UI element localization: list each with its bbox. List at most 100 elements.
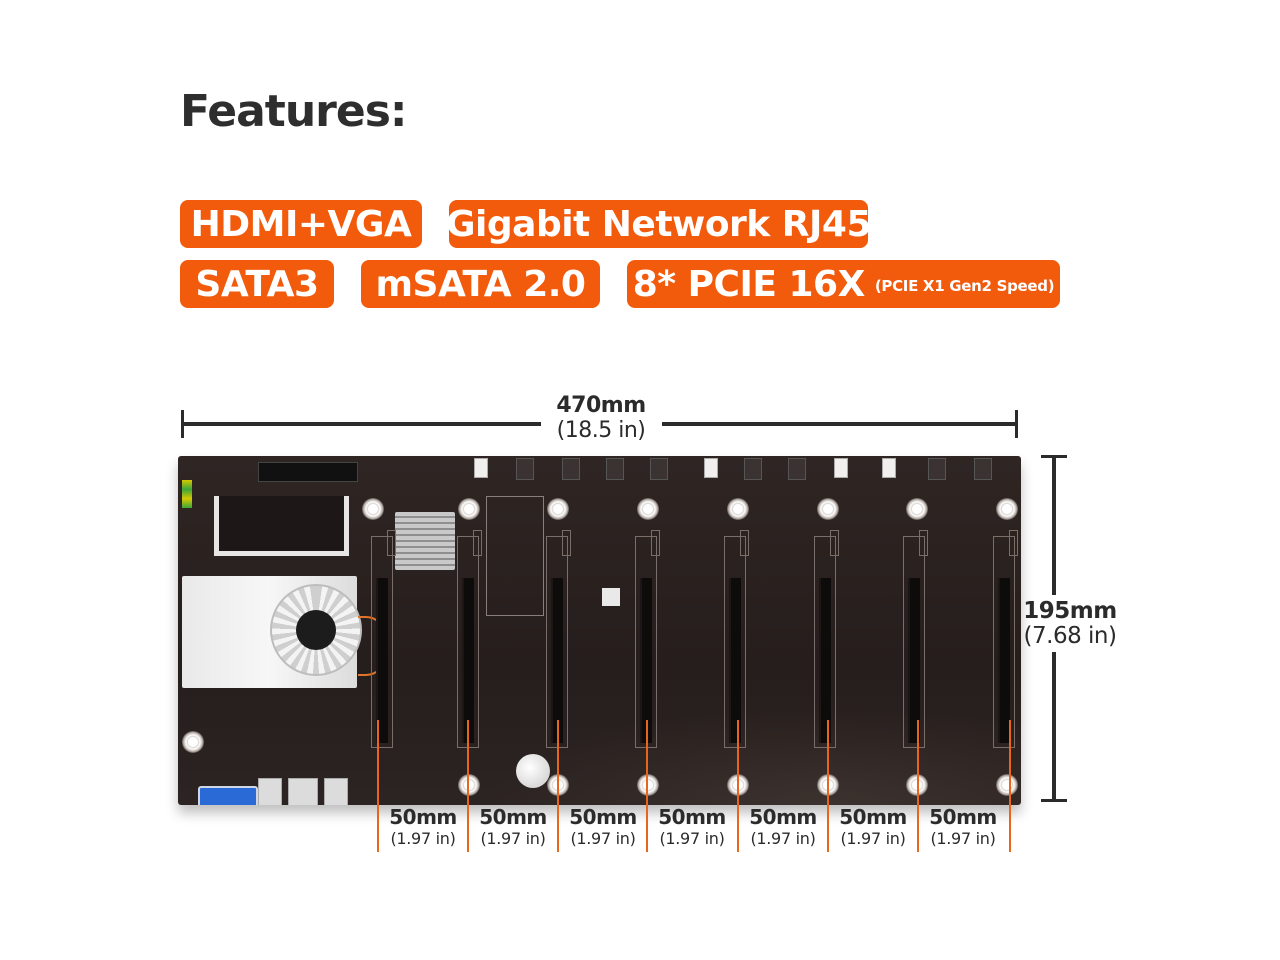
spacing-in: (1.97 in) bbox=[840, 829, 906, 848]
feature-badge-hdmi-vga: HDMI+VGA bbox=[180, 200, 422, 248]
board-sheen bbox=[478, 706, 1021, 805]
usb-port bbox=[324, 778, 348, 805]
spacing-in: (1.97 in) bbox=[570, 829, 636, 848]
led-indicators bbox=[182, 480, 192, 508]
motherboard-image bbox=[178, 456, 1021, 805]
cpu-heatsink bbox=[182, 576, 362, 688]
qr-label bbox=[602, 588, 620, 606]
feature-sublabel: (PCIE X1 Gen2 Speed) bbox=[874, 277, 1055, 295]
slot-spacing-label: 50mm (1.97 in) bbox=[740, 805, 826, 849]
mounting-hole bbox=[996, 774, 1018, 796]
spacing-in: (1.97 in) bbox=[390, 829, 456, 848]
height-dim-line-top bbox=[1052, 455, 1056, 595]
spacing-mm: 50mm bbox=[749, 805, 817, 829]
mounting-hole bbox=[996, 498, 1018, 520]
width-dim-line-right bbox=[662, 422, 1018, 426]
slot-spacing-label: 50mm (1.97 in) bbox=[649, 805, 735, 849]
mounting-hole bbox=[458, 498, 480, 520]
height-mm: 195mm bbox=[1023, 598, 1117, 624]
height-dim-line-bottom bbox=[1052, 652, 1056, 802]
slot-spacing-label: 50mm (1.97 in) bbox=[560, 805, 646, 849]
spacing-in: (1.97 in) bbox=[480, 829, 546, 848]
cmos-battery bbox=[516, 754, 550, 788]
features-heading: Features: bbox=[180, 86, 407, 137]
width-dimension-label: 470mm (18.5 in) bbox=[540, 393, 662, 443]
pcie-slot-2 bbox=[457, 530, 482, 748]
spacing-mm: 50mm bbox=[479, 805, 547, 829]
pcie-slot-5 bbox=[724, 530, 749, 748]
fan-header bbox=[834, 458, 848, 478]
width-in: (18.5 in) bbox=[556, 418, 646, 443]
pcie-power-connector bbox=[744, 458, 762, 480]
mounting-hole bbox=[817, 498, 839, 520]
pcie-power-connector bbox=[788, 458, 806, 480]
pcie-slot-8 bbox=[993, 530, 1018, 748]
slot-spacing-tick bbox=[377, 720, 379, 852]
slot-spacing-tick bbox=[737, 720, 739, 852]
spacing-mm: 50mm bbox=[839, 805, 907, 829]
feature-label: Gigabit Network RJ45 bbox=[446, 203, 872, 245]
so-dimm-slot bbox=[214, 496, 349, 556]
fan-header bbox=[474, 458, 488, 478]
feature-badge-sata3: SATA3 bbox=[180, 260, 334, 308]
pcie-power-connector bbox=[606, 458, 624, 480]
pcie-slot-4 bbox=[635, 530, 660, 748]
feature-badge-pcie: 8* PCIE 16X (PCIE X1 Gen2 Speed) bbox=[627, 260, 1060, 308]
atx-power-connector bbox=[258, 462, 358, 482]
mounting-hole bbox=[362, 498, 384, 520]
feature-label: HDMI+VGA bbox=[190, 203, 412, 245]
pcie-slot-3 bbox=[546, 530, 571, 748]
mounting-hole bbox=[637, 774, 659, 796]
height-dimension-label: 195mm (7.68 in) bbox=[1018, 599, 1122, 649]
mounting-hole bbox=[182, 731, 204, 753]
feature-badge-msata: mSATA 2.0 bbox=[361, 260, 600, 308]
mounting-hole bbox=[727, 498, 749, 520]
pcie-slot-1 bbox=[371, 530, 396, 748]
slot-spacing-label: 50mm (1.97 in) bbox=[830, 805, 916, 849]
width-dim-line-left bbox=[181, 422, 541, 426]
pcie-power-connector bbox=[650, 458, 668, 480]
pcie-slot-7 bbox=[903, 530, 928, 748]
spacing-mm: 50mm bbox=[569, 805, 637, 829]
slot-spacing-label: 50mm (1.97 in) bbox=[470, 805, 556, 849]
mounting-hole bbox=[637, 498, 659, 520]
pcie-power-connector bbox=[974, 458, 992, 480]
pcie-power-connector bbox=[928, 458, 946, 480]
feature-badge-gigabit-network: Gigabit Network RJ45 bbox=[446, 200, 872, 248]
slot-spacing-label: 50mm (1.97 in) bbox=[920, 805, 1006, 849]
width-dim-right-cap bbox=[1015, 410, 1018, 438]
rj45-port bbox=[288, 778, 318, 805]
chipset-heatsink bbox=[395, 512, 455, 570]
slot-spacing-label: 50mm (1.97 in) bbox=[380, 805, 466, 849]
spacing-mm: 50mm bbox=[658, 805, 726, 829]
fan-icon bbox=[270, 584, 362, 676]
width-mm: 470mm bbox=[556, 393, 646, 418]
mounting-hole bbox=[906, 498, 928, 520]
slot-spacing-tick bbox=[557, 720, 559, 852]
feature-label: SATA3 bbox=[195, 263, 319, 305]
usb-port bbox=[258, 778, 282, 805]
vga-port bbox=[198, 786, 258, 805]
height-in: (7.68 in) bbox=[1023, 623, 1117, 649]
spacing-in: (1.97 in) bbox=[659, 829, 725, 848]
slot-spacing-tick bbox=[827, 720, 829, 852]
slot-spacing-tick bbox=[646, 720, 648, 852]
spacing-in: (1.97 in) bbox=[750, 829, 816, 848]
pcie-power-connector bbox=[562, 458, 580, 480]
slot-spacing-tick bbox=[917, 720, 919, 852]
height-dim-bottom-cap bbox=[1041, 799, 1067, 802]
msata-slot bbox=[486, 496, 544, 616]
spacing-in: (1.97 in) bbox=[930, 829, 996, 848]
spacing-mm: 50mm bbox=[929, 805, 997, 829]
pcie-slot-6 bbox=[814, 530, 839, 748]
slot-spacing-tick bbox=[1009, 720, 1011, 852]
pcie-power-connector bbox=[516, 458, 534, 480]
mounting-hole bbox=[547, 498, 569, 520]
slot-spacing-tick bbox=[467, 720, 469, 852]
feature-label: mSATA 2.0 bbox=[375, 263, 586, 305]
fan-header bbox=[704, 458, 718, 478]
fan-header bbox=[882, 458, 896, 478]
spacing-mm: 50mm bbox=[389, 805, 457, 829]
feature-label: 8* PCIE 16X bbox=[632, 263, 866, 305]
mounting-hole bbox=[458, 774, 480, 796]
